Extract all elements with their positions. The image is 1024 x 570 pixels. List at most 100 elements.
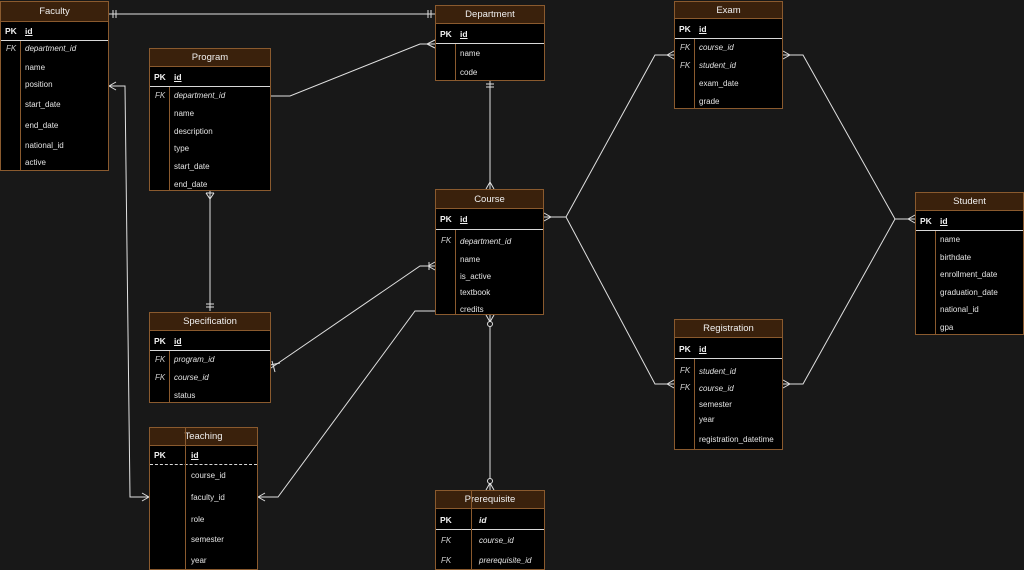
- column-divider: [20, 41, 21, 170]
- field-semester: semester: [699, 400, 732, 409]
- entity-title: Exam: [675, 2, 782, 19]
- fk-label: FK: [680, 43, 691, 52]
- pk-row: PK id: [150, 446, 257, 465]
- pk-field: id: [699, 344, 707, 354]
- field-code: code: [460, 68, 478, 77]
- entity-exam[interactable]: Exam PK id FK FK course_id student_id ex…: [674, 1, 783, 109]
- edge-faculty-teaching: [109, 85, 149, 498]
- marker-course-bottom-zero: [487, 321, 493, 327]
- field-active: active: [25, 158, 46, 167]
- column-divider: [935, 231, 936, 334]
- pk-label: PK: [679, 344, 691, 354]
- field-prerequisite-id: prerequisite_id: [479, 556, 532, 565]
- fk-label: FK: [680, 366, 691, 375]
- field-credits: credits: [460, 305, 484, 314]
- field-textbook: textbook: [460, 288, 491, 297]
- edge-program-department: [271, 43, 435, 97]
- marker-spec-one: [206, 303, 214, 308]
- entity-title: Specification: [150, 313, 270, 331]
- entity-title: Teaching: [150, 428, 257, 446]
- pk-label: PK: [440, 214, 452, 224]
- field-program-id: program_id: [174, 355, 215, 364]
- pk-field: id: [174, 336, 182, 346]
- field-national-id: national_id: [940, 305, 979, 314]
- marker-exam-right-many: [782, 50, 791, 60]
- fk-label: FK: [680, 61, 691, 70]
- pk-label: PK: [5, 26, 17, 36]
- field-gpa: gpa: [940, 323, 954, 332]
- marker-course-many-left: [427, 261, 436, 271]
- entity-teaching[interactable]: Teaching PK id course_id faculty_id role…: [149, 427, 258, 570]
- marker-student-many: [907, 214, 916, 224]
- field-end-date: end_date: [25, 121, 59, 130]
- column-divider: [455, 44, 456, 80]
- marker-prereq-zero: [487, 478, 493, 484]
- fk-label: FK: [155, 355, 166, 364]
- field-name: name: [940, 235, 961, 244]
- pk-label: PK: [154, 336, 166, 346]
- field-name: name: [25, 63, 46, 72]
- column-divider: [169, 87, 170, 190]
- field-description: description: [174, 127, 213, 136]
- entity-program[interactable]: Program PK id FK department_id name desc…: [149, 48, 271, 191]
- pk-field: id: [174, 72, 182, 82]
- entity-title: Student: [916, 193, 1023, 211]
- field-name: name: [460, 255, 481, 264]
- pk-field: id: [479, 515, 487, 525]
- field-type: type: [174, 144, 190, 153]
- entity-title: Program: [150, 49, 270, 67]
- field-course-id: course_id: [699, 43, 734, 52]
- entity-faculty[interactable]: Faculty PK id FK department_id name posi…: [0, 1, 109, 171]
- column-divider: [169, 351, 170, 402]
- pk-row: PK id: [675, 19, 782, 39]
- field-department-id: department_id: [25, 44, 77, 53]
- pk-row: PK id: [436, 509, 544, 530]
- entity-student[interactable]: Student PK id name birthdate enrollment_…: [915, 192, 1024, 335]
- edge-course-registration: [565, 216, 674, 385]
- field-department-id: department_id: [174, 91, 226, 100]
- entity-prerequisite[interactable]: Prerequisite PK id FK FK course_id prere…: [435, 490, 545, 570]
- pk-label: PK: [920, 216, 932, 226]
- entity-specification[interactable]: Specification PK id FK FK program_id cou…: [149, 312, 271, 403]
- field-birthdate: birthdate: [940, 253, 972, 262]
- marker-faculty-many: [108, 81, 117, 91]
- fk-label: FK: [441, 536, 452, 545]
- pk-field: id: [460, 214, 468, 224]
- field-position: position: [25, 80, 53, 89]
- field-start-date: start_date: [174, 162, 210, 171]
- pk-row: PK id: [436, 24, 544, 44]
- pk-label: PK: [154, 450, 166, 460]
- entity-registration[interactable]: Registration PK id FK FK student_id cour…: [674, 319, 783, 450]
- edge-course-exam: [544, 54, 674, 218]
- pk-row: PK id: [150, 67, 270, 87]
- field-course-id: course_id: [699, 384, 734, 393]
- edge-exam-student: [783, 54, 915, 220]
- pk-field: id: [940, 216, 948, 226]
- field-status: status: [174, 391, 196, 400]
- marker-department-one: [427, 10, 432, 18]
- entity-department[interactable]: Department PK id name code: [435, 5, 545, 81]
- pk-label: PK: [440, 515, 452, 525]
- field-enrollment-date: enrollment_date: [940, 270, 998, 279]
- entity-course[interactable]: Course PK id FK department_id name is_ac…: [435, 189, 544, 315]
- fk-label: FK: [441, 556, 452, 565]
- marker-course-many-top: [485, 181, 495, 190]
- fk-label: FK: [155, 373, 166, 382]
- field-course-id: course_id: [191, 471, 226, 480]
- field-exam-date: exam_date: [699, 79, 739, 88]
- pk-label: PK: [440, 29, 452, 39]
- field-registration-datetime: registration_datetime: [699, 435, 774, 444]
- fk-label: FK: [155, 91, 166, 100]
- pk-label: PK: [679, 24, 691, 34]
- fk-label: FK: [6, 44, 17, 53]
- field-course-id: course_id: [174, 373, 209, 382]
- entity-title: Prerequisite: [436, 491, 544, 509]
- field-student-id: student_id: [699, 367, 736, 376]
- marker-prereq-many: [485, 482, 495, 491]
- column-divider: [185, 428, 186, 569]
- pk-row: PK id: [150, 331, 270, 351]
- edge-specification-course: [270, 265, 435, 369]
- field-name: name: [460, 49, 481, 58]
- pk-field: id: [191, 450, 199, 460]
- field-is-active: is_active: [460, 272, 492, 281]
